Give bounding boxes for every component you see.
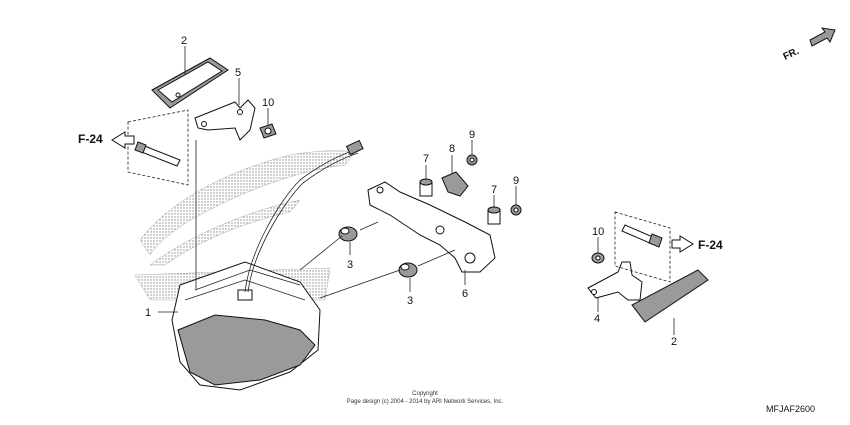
reference-arrow-left[interactable] (111, 131, 135, 149)
reference-arrow-right[interactable] (671, 235, 694, 253)
reflector-lower[interactable] (631, 269, 709, 323)
reference-label-left[interactable]: F-24 (78, 132, 103, 146)
diagram-code: MFJAF2600 (766, 404, 815, 414)
clip[interactable] (441, 171, 469, 197)
nut-upper-middle[interactable] (466, 154, 478, 166)
copyright-heading: Copyright (412, 391, 438, 397)
callout-4[interactable]: 4 (594, 313, 600, 325)
bracket-upper[interactable] (194, 99, 256, 141)
callout-5[interactable]: 5 (235, 67, 241, 79)
reference-label-right[interactable]: F-24 (698, 238, 723, 252)
front-direction-label: FR. (782, 46, 801, 63)
callout-7-left[interactable]: 7 (423, 153, 429, 165)
tail-light-assembly[interactable] (171, 139, 364, 391)
callout-2-upper[interactable]: 2 (181, 35, 187, 47)
nut-middle-right[interactable] (510, 204, 522, 216)
callout-9-left[interactable]: 9 (469, 129, 475, 141)
nut-upper-left[interactable] (259, 123, 277, 139)
leader-lines (158, 46, 675, 335)
callout-numbers: 2 5 10 1 3 3 6 7 8 9 7 9 10 4 2 (145, 35, 677, 348)
front-direction-arrow (809, 27, 836, 47)
grommet-upper[interactable] (338, 226, 358, 242)
bolt-upper-left[interactable] (127, 109, 189, 186)
callout-2-lower[interactable]: 2 (671, 336, 677, 348)
callout-3-upper[interactable]: 3 (347, 259, 353, 271)
callout-7-right[interactable]: 7 (491, 184, 497, 196)
collar-left[interactable] (419, 178, 433, 197)
callout-9-right[interactable]: 9 (513, 175, 519, 187)
callout-3-lower[interactable]: 3 (407, 295, 413, 307)
reflector-upper[interactable] (151, 57, 229, 109)
bracket-lower[interactable] (587, 261, 643, 301)
nut-lower-right[interactable] (591, 252, 605, 264)
callout-10-right[interactable]: 10 (592, 226, 604, 238)
callout-6[interactable]: 6 (462, 288, 468, 300)
bracket-stay[interactable] (367, 181, 496, 273)
bolt-lower-right[interactable] (614, 211, 671, 283)
collar-right[interactable] (487, 206, 501, 225)
callout-8[interactable]: 8 (449, 143, 455, 155)
callout-1[interactable]: 1 (145, 307, 151, 319)
callout-10-left[interactable]: 10 (262, 97, 274, 109)
copyright-notice: Page design (c) 2004 - 2014 by ARI Netwo… (347, 399, 504, 405)
grommet-lower[interactable] (398, 262, 418, 278)
